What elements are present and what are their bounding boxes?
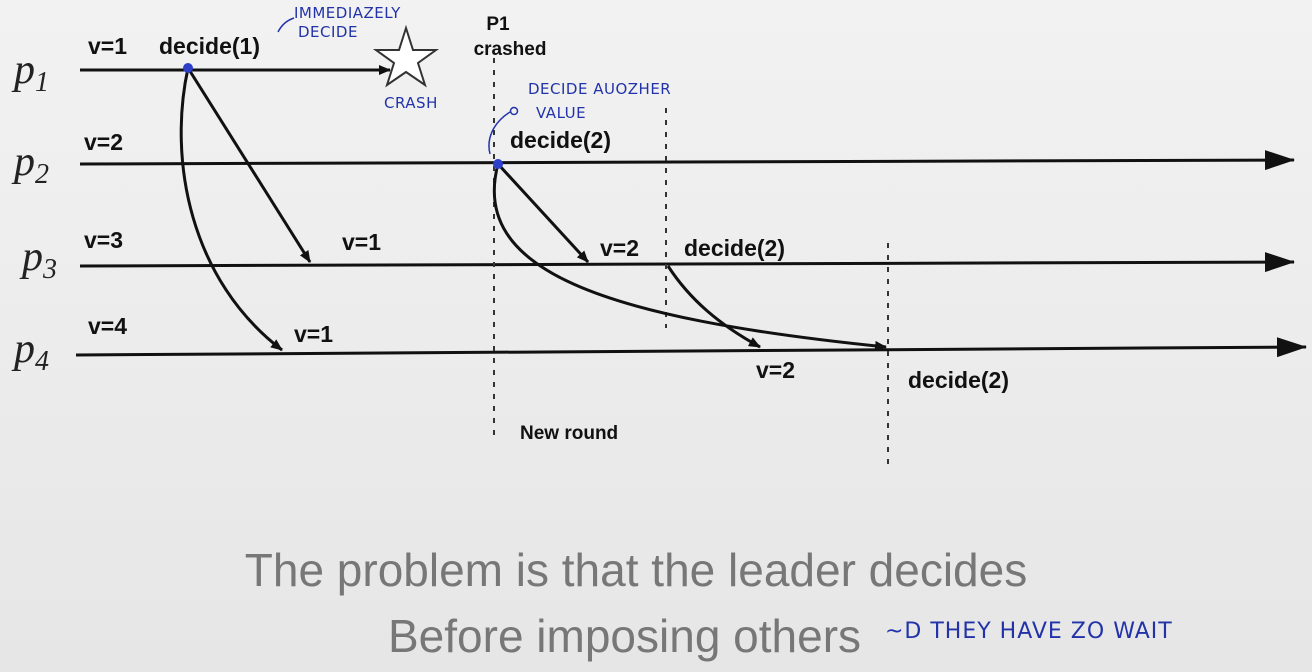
initial-value-p3: v=3 (84, 227, 123, 253)
message-label-p1-p4: v=1 (294, 321, 333, 347)
annotation-decide-another-line2: VALUE (536, 104, 586, 122)
message-p1-to-p4 (179, 67, 283, 352)
message-label-p2-p3: v=2 (600, 235, 639, 261)
process-label-p2: p2 (11, 139, 49, 190)
decision-label-p4: decide(2) (908, 367, 1009, 393)
decision-label-p2: decide(2) (510, 127, 611, 153)
annotation-immediately-line2: DECIDE (298, 23, 358, 41)
message-label-p1-p3: v=1 (342, 229, 381, 255)
annotation-decide-another-line1: DECIDE AUOZHER (528, 80, 671, 98)
initial-value-p1: v=1 (88, 33, 127, 59)
crashed-label-line1: P1 (486, 14, 510, 35)
annotation-immediately-line1: IMMEDIAZELY (294, 4, 401, 22)
process-label-p3: p3 (19, 234, 57, 285)
initial-value-p2: v=2 (84, 129, 123, 155)
caption-line2: Before imposing others (388, 610, 862, 662)
caption-line1: The problem is that the leader decides (244, 544, 1028, 596)
annotation-wait: ~D THEY HAVE ZO WAIT (885, 619, 1173, 644)
message-p2-to-p3 (496, 162, 590, 264)
message-p3-to-p4 (666, 265, 761, 349)
annotation-crash: CRASH (384, 94, 438, 112)
annotation-wait-svg: ~D THEY HAVE ZO WAIT (885, 619, 1173, 644)
message-p2-to-p4 (492, 163, 887, 351)
decision-dot-p1 (183, 63, 193, 73)
timeline-p2 (79, 150, 1295, 171)
process-label-p1: p1 (11, 47, 49, 98)
decision-dot-p2 (493, 159, 503, 169)
crashed-label-line2: crashed (474, 39, 547, 60)
decision-label-p3: decide(2) (684, 235, 785, 261)
initial-value-p4: v=4 (88, 313, 127, 339)
timeline-p4 (75, 337, 1307, 358)
message-p1-to-p3 (186, 67, 312, 263)
annotation-pointer-decide-another (488, 111, 511, 155)
annotation-circle-marker (509, 106, 519, 116)
message-sequence-diagram: p1 p2 p3 p4 v=1 v=2 v=3 v=4 decide(1) de… (11, 4, 1307, 465)
caption-line2-group: Before imposing others ~D THEY HAVE ZO W… (388, 608, 1205, 663)
message-label-p2-p4: v=2 (756, 357, 795, 383)
decision-label-p1: decide(1) (159, 33, 260, 59)
timeline-p3 (79, 252, 1295, 273)
annotation-pointer-immediately (277, 17, 295, 33)
crash-star-icon (372, 24, 440, 88)
new-round-label: New round (520, 423, 618, 444)
process-label-p4: p4 (11, 326, 49, 377)
